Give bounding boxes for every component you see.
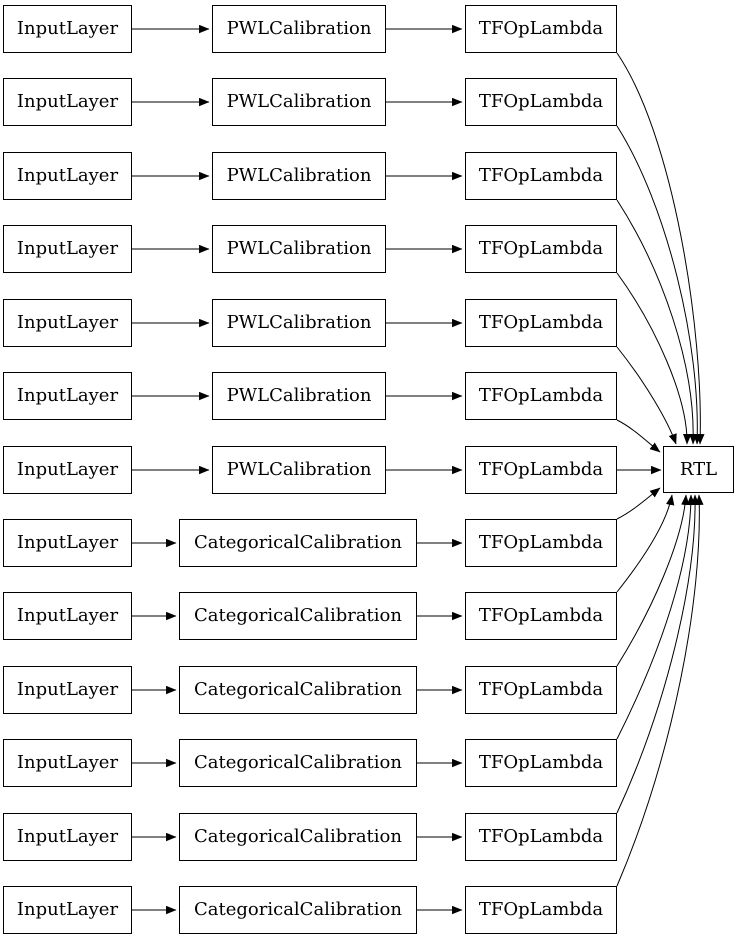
node-tfoplambda-2: TFOpLambda	[465, 78, 617, 126]
node-inputlayer-5: InputLayer	[3, 299, 132, 347]
node-inputlayer-8: InputLayer	[3, 519, 132, 567]
edge-tfop-rtl-8	[616, 487, 661, 520]
edge-tfop-rtl-3	[616, 199, 698, 445]
node-pwlcalibration-1: PWLCalibration	[212, 5, 386, 53]
node-inputlayer-7: InputLayer	[3, 446, 132, 494]
node-pwlcalibration-3: PWLCalibration	[212, 152, 386, 200]
node-tfoplambda-5: TFOpLambda	[465, 299, 617, 347]
node-tfoplambda-11: TFOpLambda	[465, 739, 617, 787]
edge-tfop-rtl-2	[616, 125, 702, 445]
edge-tfop-rtl-12	[616, 494, 700, 814]
node-inputlayer-9: InputLayer	[3, 592, 132, 640]
edge-tfop-rtl-5	[616, 346, 677, 445]
node-tfoplambda-4: TFOpLambda	[465, 225, 617, 273]
node-categoricalcalibration-13: CategoricalCalibration	[179, 886, 417, 934]
node-tfoplambda-10: TFOpLambda	[465, 666, 617, 714]
edge-tfop-rtl-1	[616, 52, 705, 445]
node-pwlcalibration-2: PWLCalibration	[212, 78, 386, 126]
node-categoricalcalibration-10: CategoricalCalibration	[179, 666, 417, 714]
node-inputlayer-1: InputLayer	[3, 5, 132, 53]
node-pwlcalibration-4: PWLCalibration	[212, 225, 386, 273]
node-inputlayer-11: InputLayer	[3, 739, 132, 787]
node-inputlayer-4: InputLayer	[3, 225, 132, 273]
edge-tfop-rtl-6	[616, 419, 661, 453]
node-tfoplambda-9: TFOpLambda	[465, 592, 617, 640]
node-categoricalcalibration-11: CategoricalCalibration	[179, 739, 417, 787]
node-inputlayer-6: InputLayer	[3, 372, 132, 420]
node-tfoplambda-1: TFOpLambda	[465, 5, 617, 53]
node-tfoplambda-7: TFOpLambda	[465, 446, 617, 494]
edge-tfop-rtl-9	[616, 494, 675, 593]
node-categoricalcalibration-9: CategoricalCalibration	[179, 592, 417, 640]
edge-tfop-rtl-13	[616, 494, 704, 887]
edge-tfop-rtl-10	[616, 494, 690, 667]
node-pwlcalibration-5: PWLCalibration	[212, 299, 386, 347]
node-pwlcalibration-7: PWLCalibration	[212, 446, 386, 494]
node-tfoplambda-13: TFOpLambda	[465, 886, 617, 934]
node-inputlayer-13: InputLayer	[3, 886, 132, 934]
node-inputlayer-12: InputLayer	[3, 813, 132, 861]
node-tfoplambda-8: TFOpLambda	[465, 519, 617, 567]
edge-tfop-rtl-11	[616, 494, 696, 740]
node-tfoplambda-6: TFOpLambda	[465, 372, 617, 420]
node-inputlayer-3: InputLayer	[3, 152, 132, 200]
node-categoricalcalibration-12: CategoricalCalibration	[179, 813, 417, 861]
node-inputlayer-2: InputLayer	[3, 78, 132, 126]
node-pwlcalibration-6: PWLCalibration	[212, 372, 386, 420]
node-rtl: RTL	[663, 446, 734, 493]
node-inputlayer-10: InputLayer	[3, 666, 132, 714]
node-categoricalcalibration-8: CategoricalCalibration	[179, 519, 417, 567]
node-tfoplambda-12: TFOpLambda	[465, 813, 617, 861]
edge-tfop-rtl-4	[616, 272, 692, 445]
node-tfoplambda-3: TFOpLambda	[465, 152, 617, 200]
